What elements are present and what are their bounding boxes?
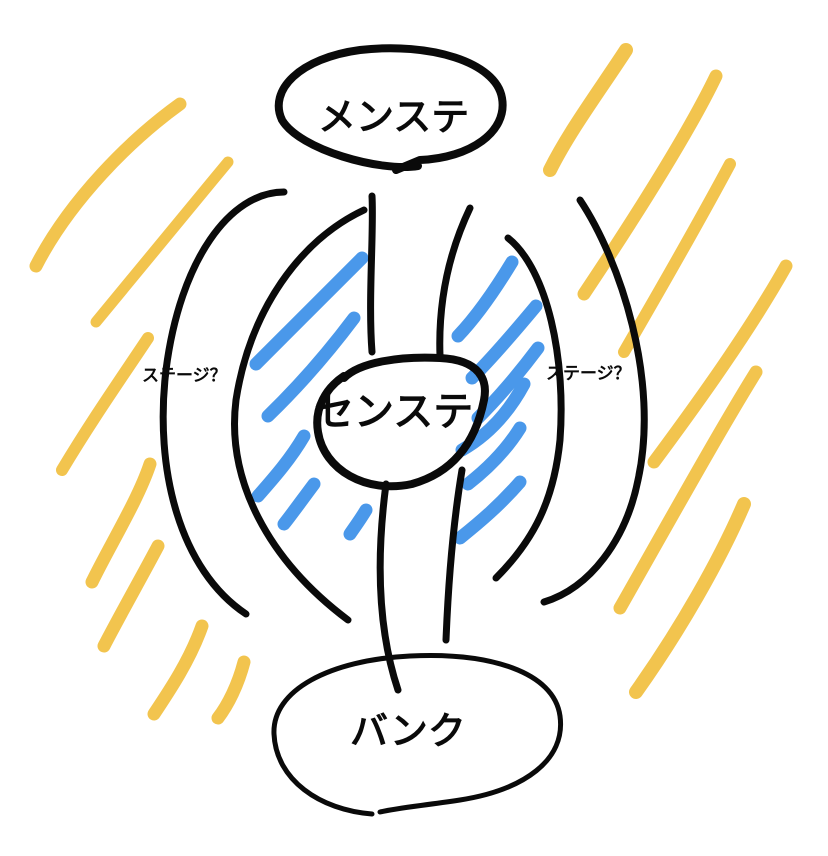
yellow-stroke <box>629 497 751 699</box>
yellow-stroke <box>618 158 736 358</box>
center-stage-outline <box>313 353 489 491</box>
runway-right-top <box>436 204 474 360</box>
side-stage-label-right: ステージ？ <box>546 364 631 384</box>
yellow-stroke <box>613 365 763 615</box>
yellow-stroke <box>56 332 154 476</box>
main-stage-label: メンステ <box>318 95 470 139</box>
blue-stroke <box>277 477 321 531</box>
blue-stroke <box>453 475 527 545</box>
blue-stroke <box>461 421 527 491</box>
blue-stroke <box>343 503 373 541</box>
yellow-stroke <box>543 43 633 177</box>
yellow-stroke <box>29 97 187 273</box>
center-stage-label: センステ <box>314 389 474 435</box>
yellow-stroke <box>577 69 723 301</box>
yellow-stroke <box>647 259 793 469</box>
outer-arc-left <box>159 188 288 618</box>
main-stage-outline <box>274 44 507 174</box>
runway-right-down <box>442 466 466 644</box>
blue-stroke <box>261 311 361 423</box>
inner-arc-right <box>492 234 565 582</box>
yellow-stroke <box>211 655 251 725</box>
yellow-stroke <box>147 619 209 721</box>
yellow-stroke <box>85 457 157 589</box>
bank-label: バンク <box>350 709 466 753</box>
yellow-stroke <box>90 156 234 328</box>
runway-left-top <box>367 192 376 356</box>
blue-stroke <box>451 255 519 343</box>
inner-arc-left <box>231 206 368 624</box>
outer-arc-right <box>540 196 648 606</box>
blue-stroke <box>249 251 369 371</box>
yellow-hatching-right <box>543 43 793 699</box>
yellow-stroke <box>97 539 165 653</box>
side-stage-label-left: ステージ？ <box>142 366 227 386</box>
bank-outline <box>271 653 564 817</box>
yellow-hatching-left <box>29 97 251 725</box>
runway-center-down <box>376 480 402 694</box>
blue-stroke <box>251 429 311 503</box>
